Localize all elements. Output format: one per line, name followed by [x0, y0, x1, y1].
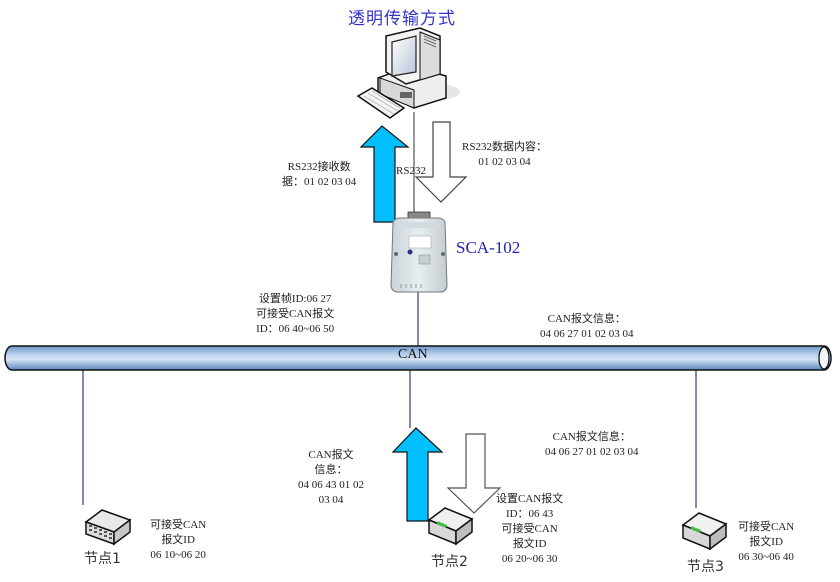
rs232-content-label: RS232数据内容： 01 02 03 04 — [462, 140, 547, 170]
label-line: 报文ID — [161, 534, 195, 546]
switch-icon — [84, 509, 132, 546]
converter-name: SCA-102 — [456, 238, 521, 257]
converter-config-label: 设置帧ID:06 27 可接受CAN报文 ID：06 40~06 50 — [256, 292, 334, 337]
label-line: 设置帧ID:06 27 — [258, 293, 332, 305]
diagram-title: 透明传输方式 — [348, 9, 456, 29]
rs232-receive-arrow — [359, 125, 410, 223]
desktop-computer-icon — [356, 27, 460, 119]
router-icon — [681, 512, 728, 551]
node2-info: 设置CAN报文 ID：06 43 可接受CAN 报文ID 06 20~06 30 — [496, 492, 563, 567]
label-line: ID：06 43 — [505, 508, 554, 520]
node2-receive-label: CAN报文信息： 04 06 27 01 02 03 04 — [545, 430, 639, 460]
node1-name: 节点1 — [84, 551, 121, 567]
label-line: 06 20~06 30 — [501, 553, 558, 565]
node1-info: 可接受CAN 报文ID 06 10~06 20 — [150, 518, 206, 563]
label-line: 04 06 27 01 02 03 04 — [545, 446, 639, 458]
label-line: 设置CAN报文 — [496, 493, 564, 505]
label-line: RS232接收数 — [287, 161, 351, 173]
can-bus-label: CAN — [398, 347, 428, 362]
converter-device-icon — [390, 211, 448, 293]
label-line: 可接受CAN — [738, 521, 795, 533]
label-line: RS232数据内容： — [462, 141, 547, 153]
node2-name: 节点2 — [431, 554, 468, 570]
label-line: 据：01 02 03 04 — [282, 176, 357, 188]
label-line: 可接受CAN — [501, 523, 558, 535]
router-icon — [427, 507, 474, 546]
label-line: ID：06 40~06 50 — [256, 323, 335, 335]
label-line: 06 30~06 40 — [738, 551, 794, 563]
label-line: 01 02 03 04 — [478, 156, 531, 168]
label-line: 报文ID — [512, 538, 547, 550]
node2-send-arrow — [391, 427, 444, 522]
label-line: 报文ID — [749, 536, 783, 548]
node3-info: 可接受CAN 报文ID 06 30~06 40 — [738, 520, 794, 565]
label-line: CAN报文信息： — [547, 313, 626, 325]
label-line: CAN报文 — [308, 449, 354, 461]
rs232-link-label: RS232 — [396, 165, 426, 177]
label-line: 可接受CAN报文 — [256, 308, 335, 320]
label-line: 04 06 27 01 02 03 04 — [540, 328, 634, 340]
node2-receive-arrow — [446, 433, 502, 514]
rs232-send-arrow — [414, 121, 468, 203]
node3-name: 节点3 — [687, 559, 724, 575]
node2-send-label: CAN报文 信息： 04 06 43 01 02 03 04 — [298, 448, 364, 508]
label-line: 06 10~06 20 — [150, 549, 206, 561]
bus-message-label: CAN报文信息： 04 06 27 01 02 03 04 — [540, 312, 634, 342]
label-line: CAN报文信息： — [552, 431, 631, 443]
can-bus — [4, 345, 832, 371]
rs232-receive-label: RS232接收数 据：01 02 03 04 — [282, 160, 356, 190]
label-line: 信息： — [314, 464, 348, 476]
label-line: 04 06 43 01 02 — [298, 479, 364, 491]
label-line: 03 04 — [318, 494, 344, 506]
label-line: 可接受CAN — [150, 519, 207, 531]
